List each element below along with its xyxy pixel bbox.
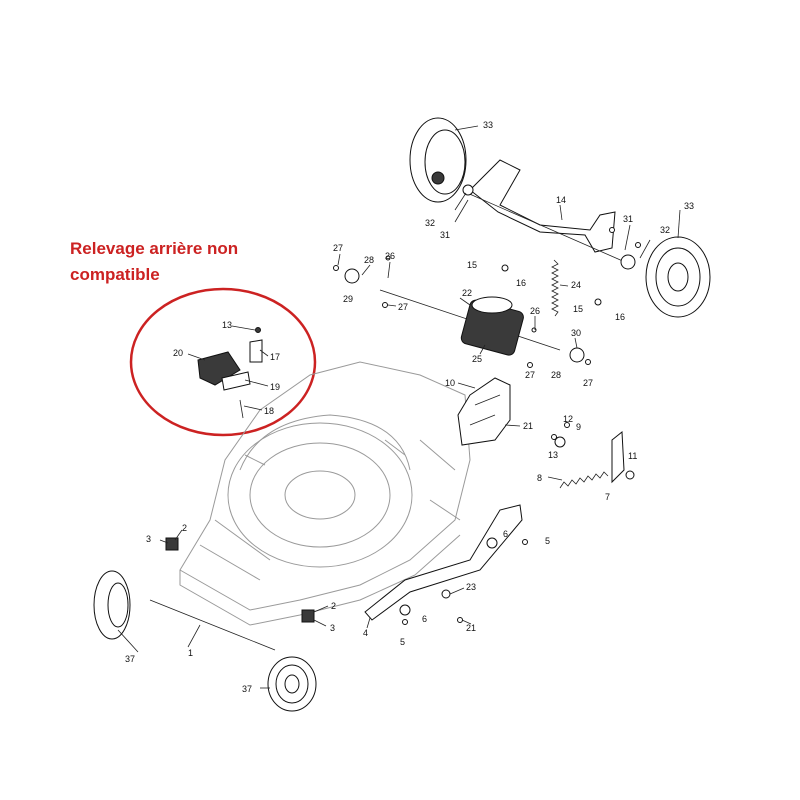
callout-30: 30 [571, 328, 581, 338]
callout-3-a: 3 [146, 534, 151, 544]
callout-32-right: 32 [660, 225, 670, 235]
callout-28-b: 28 [551, 370, 561, 380]
callout-7: 7 [605, 492, 610, 502]
callout-32-left: 32 [425, 218, 435, 228]
incompatibility-note-line-1: Relevage arrière non [70, 239, 239, 258]
mower-deck [179, 361, 471, 626]
callout-5-a: 5 [545, 536, 550, 546]
callout-19: 19 [270, 382, 280, 392]
callout-labels: 33 32 31 14 31 32 33 27 28 29 26 27 15 1… [125, 120, 694, 694]
front-axle [149, 599, 276, 651]
drive-cover [457, 377, 511, 446]
callout-22: 22 [462, 288, 472, 298]
callout-31-left: 31 [440, 230, 450, 240]
callout-29: 29 [343, 294, 353, 304]
front-wheel-left [93, 570, 131, 640]
callout-33-rear-left: 33 [483, 120, 493, 130]
callout-15-b: 15 [573, 304, 583, 314]
callout-27-c: 27 [525, 370, 535, 380]
callout-16-b: 16 [615, 312, 625, 322]
incompatibility-note: Relevage arrière non compatible [70, 236, 290, 288]
callout-26-b: 26 [530, 306, 540, 316]
callout-10: 10 [445, 378, 455, 388]
callout-9: 9 [576, 422, 581, 432]
callout-8: 8 [537, 473, 542, 483]
callout-17: 17 [270, 352, 280, 362]
callout-2-a: 2 [182, 523, 187, 533]
callout-15-a: 15 [467, 260, 477, 270]
rear-wheel-right [620, 236, 711, 318]
callout-3-b: 3 [330, 623, 335, 633]
highlight-circle [129, 287, 317, 437]
callout-6-a: 6 [503, 529, 508, 539]
gearbox [344, 268, 585, 363]
front-bracket-right [301, 609, 315, 623]
spring-24 [551, 259, 559, 317]
height-lever [364, 504, 523, 621]
callout-14: 14 [556, 195, 566, 205]
callout-33-rear-right: 33 [684, 201, 694, 211]
callout-27-b: 27 [398, 302, 408, 312]
rear-axle [464, 159, 626, 263]
rear-lift-parts [197, 327, 263, 419]
callout-5-b: 5 [400, 637, 405, 647]
callout-26-a: 26 [385, 251, 395, 261]
callout-11: 11 [628, 451, 637, 461]
incompatibility-note-line-2: compatible [70, 265, 160, 284]
callout-6-b: 6 [422, 614, 427, 624]
callout-21-a: 21 [523, 421, 533, 431]
hardware-pieces [333, 227, 641, 625]
callout-37-left: 37 [125, 654, 135, 664]
callout-12: 12 [563, 414, 573, 424]
rear-wheel-left [409, 117, 474, 203]
front-wheel-right [267, 656, 317, 712]
callout-18: 18 [264, 406, 274, 416]
callout-31-right: 31 [623, 214, 633, 224]
callout-4: 4 [363, 628, 368, 638]
callout-13-b: 13 [548, 450, 558, 460]
callout-13-highlight: 13 [222, 320, 232, 330]
callout-27-a: 27 [333, 243, 343, 253]
callout-1: 1 [188, 648, 193, 658]
callout-16-a: 16 [516, 278, 526, 288]
callout-2-b: 2 [331, 601, 336, 611]
callout-28-a: 28 [364, 255, 374, 265]
callout-23: 23 [466, 582, 476, 592]
callout-leaders [117, 125, 681, 689]
spring-8 [559, 471, 609, 489]
callout-20: 20 [173, 348, 183, 358]
callout-24: 24 [571, 280, 581, 290]
bracket-7 [611, 431, 625, 484]
callout-21-b: 21 [466, 623, 476, 633]
callout-25: 25 [472, 354, 482, 364]
callout-27-d: 27 [583, 378, 593, 388]
callout-37-right: 37 [242, 684, 252, 694]
front-bracket-left [165, 537, 179, 551]
